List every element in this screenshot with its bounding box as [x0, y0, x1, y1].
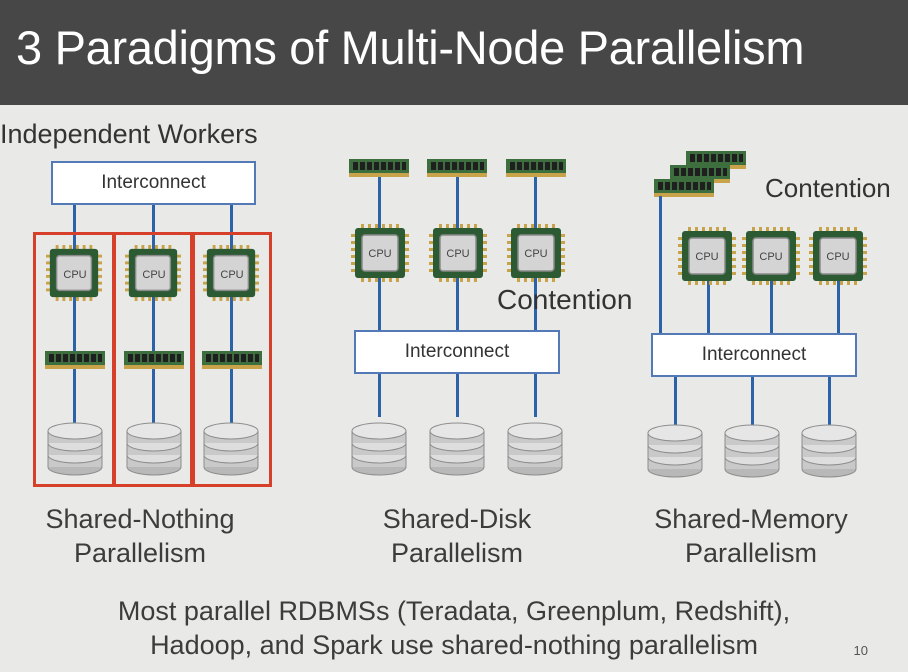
- cpu-chip-icon: CPU: [429, 224, 487, 282]
- disk-icon: [647, 420, 703, 478]
- memory-stick-icon: [654, 177, 714, 197]
- memory-stick-icon: [45, 349, 105, 369]
- cpu-chip-icon: CPU: [203, 245, 259, 301]
- disk-icon: [47, 418, 103, 476]
- disk-icon: [126, 418, 182, 476]
- cpu-chip-icon: CPU: [125, 245, 181, 301]
- svg-text:CPU: CPU: [524, 248, 547, 260]
- interconnect-label: Interconnect: [701, 344, 807, 365]
- paradigm-label-shared-memory: Shared-Memory Parallelism: [654, 504, 848, 568]
- wire: [152, 205, 155, 425]
- wire: [659, 196, 662, 334]
- wire: [456, 177, 459, 417]
- memory-stick-icon: [202, 349, 262, 369]
- disk-icon: [801, 420, 857, 478]
- paradigm-label-shared-disk: Shared-Disk Parallelism: [382, 504, 532, 568]
- footer-text: Most parallel RDBMSs (Teradata, Greenplu…: [117, 596, 791, 660]
- wire: [770, 280, 773, 334]
- cpu-chip-icon: CPU: [678, 227, 736, 285]
- disk-icon: [724, 420, 780, 478]
- cpu-chip-icon: CPU: [742, 227, 800, 285]
- title-bar: 3 Paradigms of Multi-Node Parallelism: [0, 0, 908, 105]
- svg-text:CPU: CPU: [63, 269, 86, 281]
- interconnect-box-shared-disk: Interconnect: [354, 330, 560, 374]
- contention-label-disk: Contention: [497, 284, 633, 315]
- disk-icon: [351, 418, 407, 476]
- wire: [378, 177, 381, 417]
- disk-icon: [507, 418, 563, 476]
- svg-text:CPU: CPU: [446, 248, 469, 260]
- svg-text:CPU: CPU: [695, 251, 718, 263]
- svg-text:CPU: CPU: [220, 269, 243, 281]
- wire: [674, 377, 677, 425]
- paradigm-label-shared-nothing: Shared-Nothing Parallelism: [45, 504, 235, 568]
- interconnect-box-shared-nothing: Interconnect: [51, 161, 256, 205]
- worker-box: [113, 232, 195, 487]
- memory-stick-icon: [124, 349, 184, 369]
- wire: [828, 377, 831, 425]
- svg-text:CPU: CPU: [142, 269, 165, 281]
- interconnect-label: Interconnect: [101, 172, 206, 193]
- wire: [534, 177, 537, 417]
- wire: [751, 377, 754, 425]
- disk-icon: [429, 418, 485, 476]
- independent-workers-label: Independent Workers: [0, 119, 258, 149]
- wire: [707, 280, 710, 334]
- contention-label-memory: Contention: [765, 173, 891, 203]
- disk-icon: [203, 418, 259, 476]
- interconnect-label: Interconnect: [404, 341, 510, 362]
- wire: [230, 205, 233, 425]
- memory-stick-icon: [506, 157, 566, 177]
- svg-text:CPU: CPU: [826, 251, 849, 263]
- page-number: 10: [853, 643, 868, 658]
- wire: [837, 280, 840, 334]
- cpu-chip-icon: CPU: [809, 227, 867, 285]
- svg-text:CPU: CPU: [368, 248, 391, 260]
- cpu-chip-icon: CPU: [351, 224, 409, 282]
- interconnect-box-shared-memory: Interconnect: [651, 333, 857, 377]
- slide-title: 3 Paradigms of Multi-Node Parallelism: [16, 21, 805, 74]
- cpu-chip-icon: CPU: [507, 224, 565, 282]
- cpu-chip-icon: CPU: [46, 245, 102, 301]
- worker-box: [190, 232, 272, 487]
- wire: [73, 205, 76, 425]
- memory-stick-icon: [349, 157, 409, 177]
- memory-stick-icon: [427, 157, 487, 177]
- svg-text:CPU: CPU: [759, 251, 782, 263]
